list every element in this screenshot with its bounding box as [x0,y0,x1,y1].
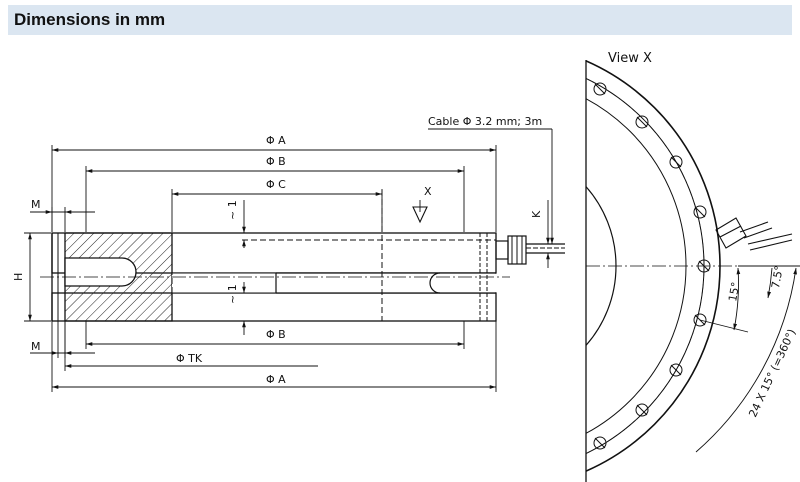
dim-h-label: H [12,273,25,281]
angle-15-label: 15° [726,281,742,302]
dim-b-top-label: Φ B [266,155,286,168]
angle-total-label: 24 X 15° (=360°) [746,327,798,419]
dim-tk-label: Φ TK [176,352,203,365]
cable-gland [495,240,509,260]
section-view [40,190,565,322]
cable-label: Cable Φ 3.2 mm; 3m [428,115,542,128]
bolt-holes [593,82,711,450]
section-title: Dimensions in mm [14,10,166,29]
dim-gap-top-label: ~ 1 [226,200,239,220]
dim-a-bottom-label: Φ A [266,373,286,386]
angle-75-label: 7.5° [769,265,786,290]
dim-m-top-label: M [31,198,41,211]
dimension-labels: Φ A Φ B Φ C Φ B Φ TK Φ A M M H ~ 1 ~ 1 K… [12,115,543,386]
dim-b-bottom-label: Φ B [266,328,286,341]
section-slot [64,257,137,287]
angle-dimensions [695,265,800,453]
section-header: Dimensions in mm [8,5,792,35]
view-marker-label: X [424,185,432,198]
dim-m-bottom-label: M [31,340,41,353]
dim-a-top-label: Φ A [266,134,286,147]
view-title: View X [608,51,652,66]
view-cable-connector [715,217,793,251]
dim-k-label: K [530,210,543,218]
dim-gap-bottom-label: ~ 1 [226,284,239,304]
view-x: View X 15° 7.5° 24 X 15° (=360°) [585,51,800,482]
dimension-lines [24,128,560,392]
dim-c-label: Φ C [266,178,286,191]
